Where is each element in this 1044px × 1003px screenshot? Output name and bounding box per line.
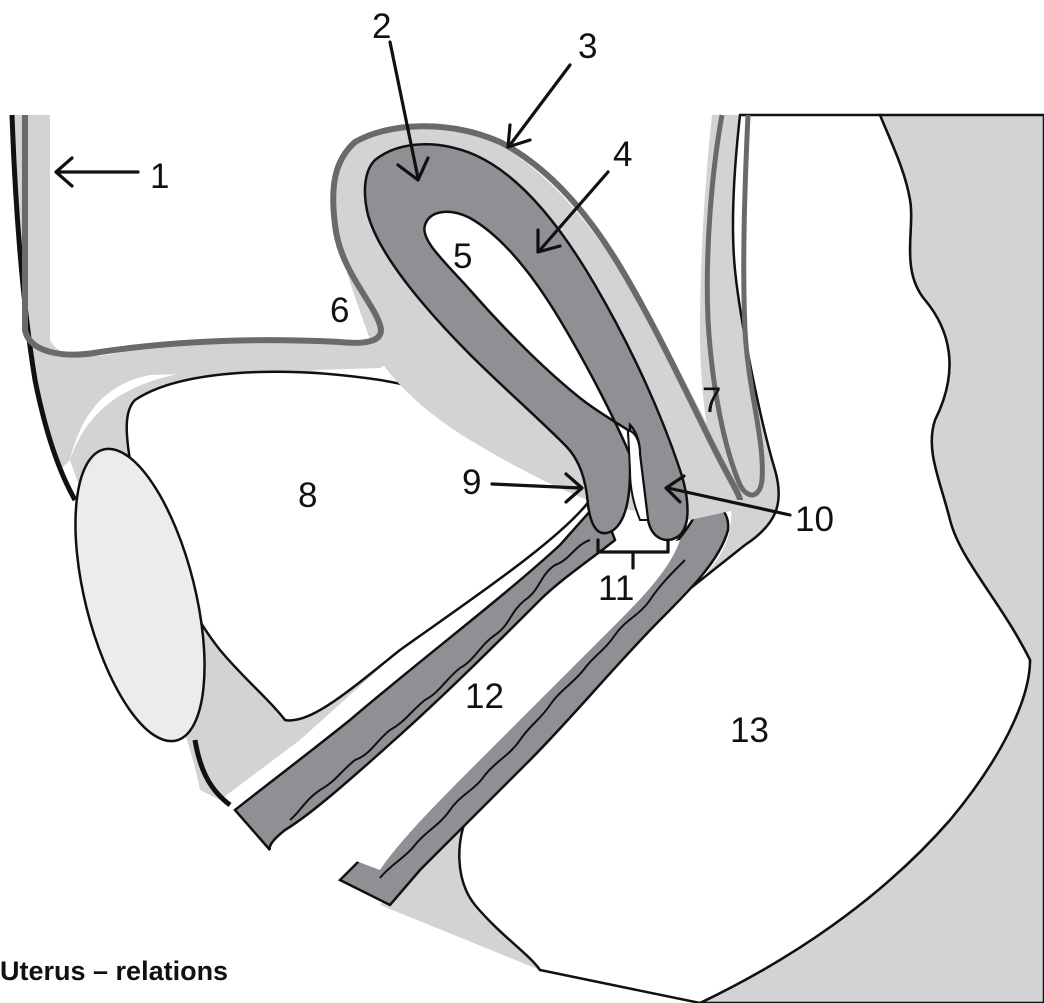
label-4: 4 [613,135,632,174]
label-12: 12 [465,677,504,716]
label-9: 9 [462,463,481,502]
label-11: 11 [598,569,634,608]
label-1: 1 [150,157,169,196]
label-13: 13 [730,711,769,750]
label-2: 2 [372,7,391,46]
diagram-caption: Uterus – relations [0,956,228,986]
label-10: 10 [795,500,834,539]
arrow-3 [508,65,570,147]
arrow-1 [56,158,138,186]
label-3: 3 [578,27,597,66]
label-5: 5 [453,237,472,276]
label-7: 7 [702,381,721,420]
label-6: 6 [330,291,349,330]
label-8: 8 [298,476,317,515]
